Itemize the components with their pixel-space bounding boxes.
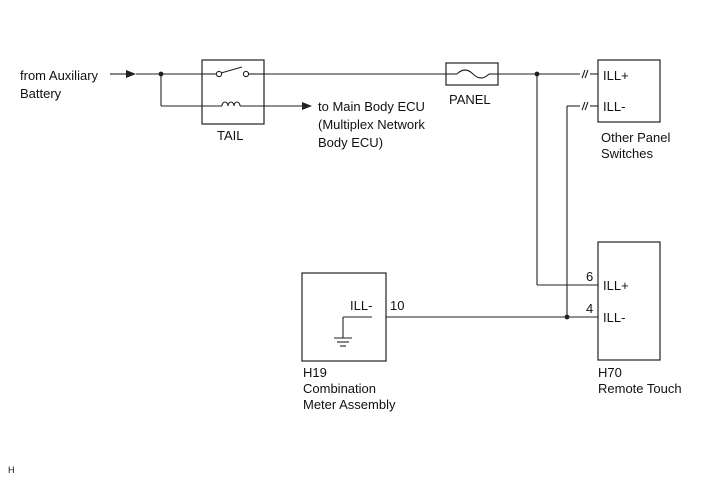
meter-internal-wire (342, 316, 372, 338)
panel-switches-label-line2: Switches (601, 146, 654, 161)
remote-touch-code: H70 (598, 365, 622, 380)
meter-code: H19 (303, 365, 327, 380)
panel-switches-box (597, 59, 661, 123)
remote-touch-name: Remote Touch (598, 381, 682, 396)
meter-ill-minus: ILL- (350, 298, 372, 313)
remote-touch-box (597, 241, 661, 361)
source-label-line2: Battery (20, 86, 62, 101)
ill-plus-wires (498, 69, 598, 286)
ill-minus-wires (372, 101, 598, 320)
output-label-line2: (Multiplex Network (318, 117, 425, 132)
relay-label: TAIL (217, 128, 244, 143)
output-label-line3: Body ECU) (318, 135, 383, 150)
source-arrow (110, 70, 136, 78)
fuse-label: PANEL (449, 92, 491, 107)
remote-touch-pin-4: 4 (586, 301, 593, 316)
remote-touch-ill-plus: ILL+ (603, 278, 629, 293)
remote-touch-pin-6: 6 (586, 269, 593, 284)
panel-switches-ill-minus: ILL- (603, 99, 625, 114)
footer-mark: H (8, 465, 15, 475)
meter-label-line1: Combination (303, 381, 376, 396)
feed-wires (136, 71, 212, 107)
panel-switches-label-line1: Other Panel (601, 130, 670, 145)
ground-icon (334, 337, 352, 347)
remote-touch-ill-minus: ILL- (603, 310, 625, 325)
meter-pin-10: 10 (390, 298, 404, 313)
tail-relay (201, 59, 265, 125)
output-label-line1: to Main Body ECU (318, 99, 425, 114)
ecu-arrow (264, 102, 312, 110)
meter-label-line2: Meter Assembly (303, 397, 396, 412)
source-label-line1: from Auxiliary (20, 68, 99, 83)
panel-fuse (445, 62, 499, 86)
panel-switches-ill-plus: ILL+ (603, 68, 629, 83)
